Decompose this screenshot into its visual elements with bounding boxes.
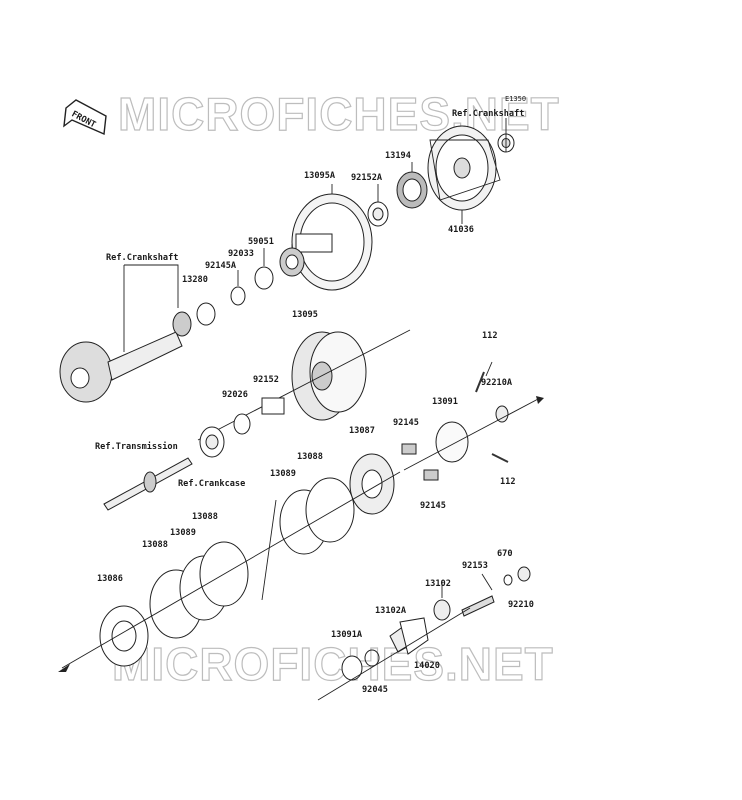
label-13091A: 13091A (331, 630, 363, 640)
oring-670 (503, 574, 513, 586)
label-13089-a: 13089 (270, 469, 296, 479)
label-92033: 92033 (228, 249, 254, 259)
bearing-crankcase (199, 426, 225, 458)
shaft-92153 (461, 595, 495, 617)
label-13194: 13194 (385, 151, 411, 161)
label-92145-lower: 92145 (420, 501, 446, 511)
diagram-code: E1350 (505, 95, 526, 103)
label-92145A: 92145A (205, 261, 237, 271)
nut-92210A (495, 405, 509, 423)
label-92210A: 92210A (481, 378, 513, 388)
watermark-top: MICROFICHES.NET (118, 88, 560, 140)
nut-92210 (517, 566, 531, 582)
circlip-92045 (364, 649, 380, 667)
label-13095: 13095 (292, 310, 318, 320)
label-59051: 59051 (248, 237, 274, 247)
circlip-92145A (230, 286, 246, 306)
ref-transmission: Ref.Transmission (95, 441, 178, 452)
label-92145-upper: 92145 (393, 418, 419, 428)
label-92152A: 92152A (351, 173, 383, 183)
label-13088-a: 13088 (297, 452, 323, 462)
label-13089-b: 13089 (170, 528, 196, 538)
plates-upper-13088-13089 (279, 477, 355, 555)
label-13102A: 13102A (375, 606, 407, 616)
ring-13280 (196, 302, 216, 326)
crankshaft (59, 311, 192, 403)
label-112-lower: 112 (500, 477, 516, 487)
bolt-112-upper (475, 361, 493, 393)
ref-crankshaft-left: Ref.Crankshaft (106, 253, 178, 263)
label-13280: 13280 (182, 275, 208, 285)
label-13086: 13086 (97, 574, 123, 584)
drum-13095A (291, 193, 373, 291)
label-112-upper: 112 (482, 331, 498, 341)
label-670: 670 (497, 549, 513, 559)
pressure-plate-13086 (99, 605, 149, 667)
spring-92145-upper (401, 443, 417, 455)
label-14020: 14020 (414, 661, 440, 671)
washer-92033 (254, 266, 274, 290)
washer-92026 (233, 413, 251, 435)
label-13095A: 13095A (304, 171, 336, 181)
watermark-bottom: MICROFICHES.NET (112, 638, 554, 690)
arrow-tip-lower (58, 664, 70, 672)
label-92152: 92152 (253, 375, 279, 385)
bearing-13091A (341, 655, 363, 681)
label-92210: 92210 (508, 600, 534, 610)
label-92026: 92026 (222, 390, 248, 400)
arrow-tip-mid (536, 396, 544, 404)
clutch-housing-13095 (291, 331, 367, 421)
spring-14020 (399, 617, 429, 655)
front-arrow-icon: FRONT (63, 99, 107, 136)
label-13088-b: 13088 (192, 512, 218, 522)
bearing-92152A (367, 201, 389, 227)
plates-lower-13088-13089 (149, 541, 249, 639)
label-92045: 92045 (362, 685, 388, 695)
spring-92145-lower (423, 469, 439, 481)
ref-crankshaft-top: Ref.Crankshaft (452, 109, 524, 119)
clutch-shoe-41036 (427, 125, 501, 211)
label-41036: 41036 (448, 225, 474, 235)
collar-92152 (261, 397, 285, 415)
gear-59051 (279, 247, 305, 277)
label-13087: 13087 (349, 426, 375, 436)
label-13091: 13091 (432, 397, 458, 407)
clutch-hub-13087 (349, 453, 395, 515)
pressure-plate-13091 (435, 421, 469, 463)
one-way-clutch-13194 (396, 171, 428, 209)
transmission-shaft (103, 457, 193, 511)
label-13088-c: 13088 (142, 540, 168, 550)
lever-13102 (433, 599, 451, 621)
label-13102: 13102 (425, 579, 451, 589)
bolt-112-lower (491, 453, 509, 463)
label-92153: 92153 (462, 561, 488, 571)
ref-crankcase: Ref.Crankcase (178, 479, 245, 489)
